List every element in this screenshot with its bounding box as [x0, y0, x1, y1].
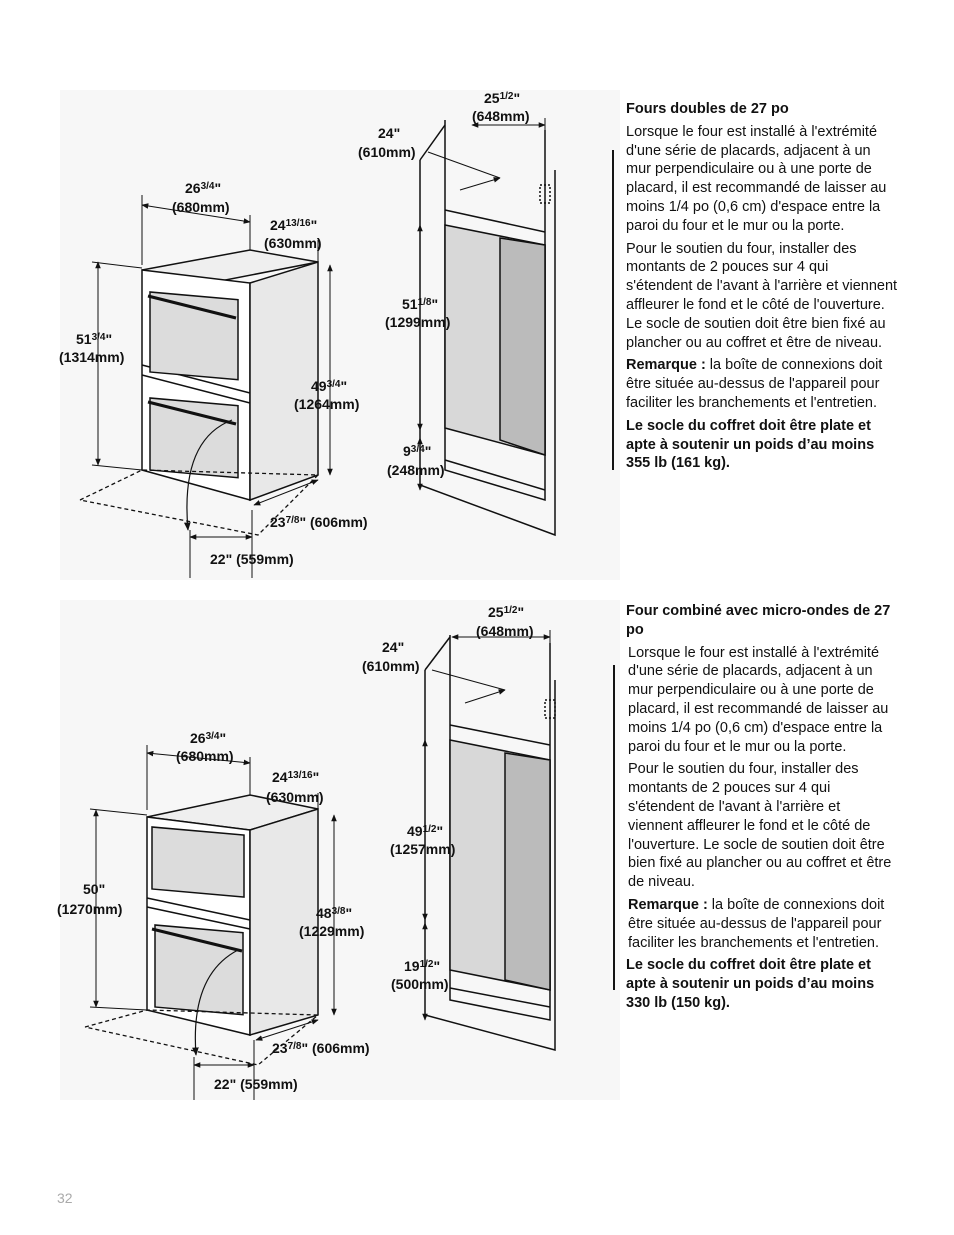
- section1-paragraph1: Lorsque le four est installé à l'extrémi…: [626, 123, 887, 234]
- section2-warning: Le socle du coffret doit être plate et a…: [626, 957, 875, 1011]
- section1-paragraph2: Pour le soutien du four, installer des m…: [626, 240, 898, 351]
- combo-cabinet-depth-mm: (610mm): [362, 658, 420, 674]
- section2-title: Four combiné avec micro-ondes de 27 po: [626, 603, 891, 638]
- combo-oven-height-mm: (1270mm): [57, 901, 123, 917]
- cabinet-drawing-1: [419, 120, 556, 537]
- section1-warning: Le socle du coffret doit être plate et a…: [626, 417, 875, 472]
- combo-cabinet-opening-mm: (1257mm): [390, 841, 456, 857]
- combo-oven-drawing: [60, 600, 620, 1100]
- oven-width-dim: 263/4": [185, 180, 222, 196]
- combo-oven-side-height-dim: 483/8": [316, 905, 353, 921]
- combo-oven-floor-dim: 22" (559mm): [214, 1076, 298, 1092]
- oven-side-height-dim: 493/4": [311, 378, 348, 394]
- oven-side-height-mm: (1264mm): [294, 396, 360, 412]
- section1-text: Fours doubles de 27 po Lorsque le four e…: [626, 100, 898, 477]
- combo-oven-body: [146, 794, 319, 1056]
- combo-oven-side-height-mm: (1229mm): [299, 923, 365, 939]
- combo-oven-depth-mm: (630mm): [266, 789, 324, 805]
- double-oven-drawing: [60, 90, 620, 580]
- section2-text: Four combiné avec micro-ondes de 27 po L…: [626, 602, 898, 1017]
- oven-height-dim: 513/4": [76, 331, 113, 347]
- combo-oven-depth-dim: 2413/16": [272, 769, 320, 785]
- combo-oven-width-mm: (680mm): [176, 748, 234, 764]
- cabinet-depth-mm: (610mm): [358, 144, 416, 160]
- cabinet-base-dim: 93/4": [403, 443, 432, 459]
- section2-paragraph1: Lorsque le four est installé à l'extrémi…: [628, 644, 889, 755]
- double-oven-body: [141, 249, 319, 531]
- combo-cabinet-width-dim: 251/2": [488, 604, 525, 620]
- section1-title: Fours doubles de 27 po: [626, 101, 789, 117]
- combo-cabinet-base-mm: (500mm): [391, 976, 449, 992]
- combo-oven-side-depth-dim: 237/8" (606mm): [272, 1040, 370, 1056]
- page-number: 32: [57, 1190, 73, 1206]
- cabinet-width-dim: 251/2": [484, 90, 521, 106]
- oven-height-mm: (1314mm): [59, 349, 125, 365]
- oven-depth-mm: (630mm): [264, 235, 322, 251]
- double-oven-figure: 263/4" (680mm) 2413/16" (630mm) 513/4" (…: [0, 0, 620, 590]
- section2-paragraph2: Pour le soutien du four, installer des m…: [628, 761, 892, 891]
- oven-floor-dim: 22" (559mm): [210, 551, 294, 567]
- cabinet-width-mm: (648mm): [472, 108, 530, 124]
- combo-cabinet-base-dim: 191/2": [404, 958, 441, 974]
- section2-rule: [613, 665, 615, 990]
- combo-cabinet-opening-dim: 491/2": [407, 823, 444, 839]
- cabinet-depth-dim: 24": [378, 125, 401, 141]
- section1-rule: [612, 150, 614, 470]
- combo-oven-figure: 263/4" (680mm) 2413/16" (630mm) 50" (127…: [0, 595, 620, 1105]
- combo-cabinet-width-mm: (648mm): [476, 623, 534, 639]
- cabinet-drawing-2: [424, 635, 556, 1051]
- section2-note: Remarque : la boîte de connexions doit ê…: [628, 896, 885, 951]
- cabinet-opening-mm: (1299mm): [385, 314, 451, 330]
- combo-oven-width-dim: 263/4": [190, 730, 227, 746]
- combo-cabinet-depth-dim: 24": [382, 639, 405, 655]
- section1-note: Remarque : la boîte de connexions doit ê…: [626, 357, 883, 411]
- cabinet-opening-dim: 511/8": [402, 296, 439, 312]
- cabinet-base-mm: (248mm): [387, 462, 445, 478]
- oven-depth-dim: 2413/16": [270, 217, 318, 233]
- combo-oven-height-dim: 50": [83, 881, 106, 897]
- oven-width-mm: (680mm): [172, 199, 230, 215]
- oven-side-depth-dim: 237/8" (606mm): [270, 514, 368, 530]
